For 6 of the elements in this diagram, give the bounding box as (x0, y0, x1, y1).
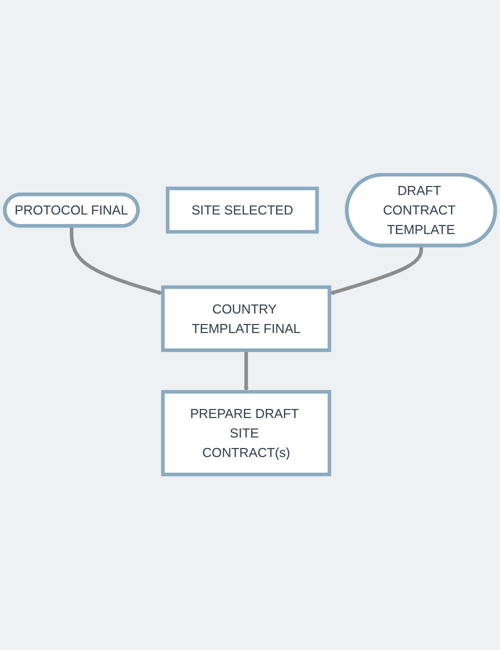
arrow (70, 226, 164, 296)
node-box: SITE SELECTED (166, 187, 319, 234)
arrow (244, 350, 249, 392)
arrow (329, 246, 424, 296)
node-box: COUNTRY TEMPLATE FINAL (161, 286, 332, 352)
node-box: PREPARE DRAFT SITE CONTRACT(s) (161, 390, 332, 477)
